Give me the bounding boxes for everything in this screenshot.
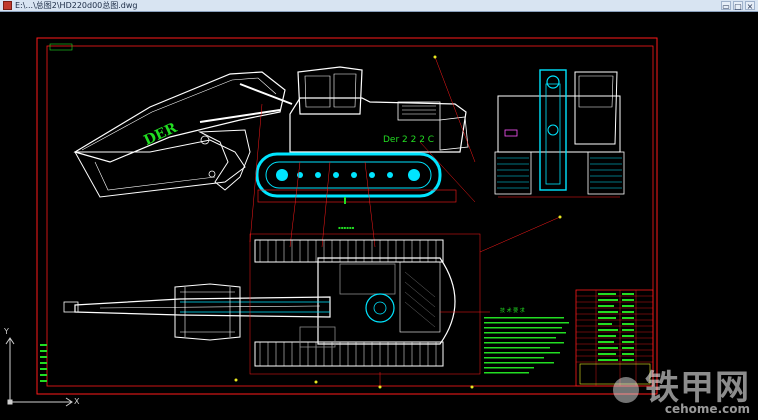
- track-side: [255, 152, 442, 198]
- window-controls: ▭ ▢ ×: [721, 1, 755, 11]
- ucs-icon: Y X: [3, 327, 80, 407]
- title-block: [575, 289, 654, 387]
- title-bar: E:\...\总图2\HD220d00总图.dwg ▭ ▢ ×: [0, 0, 758, 12]
- svg-text:Y: Y: [3, 327, 9, 336]
- dwg-file-icon: [3, 1, 12, 10]
- close-button[interactable]: ×: [745, 1, 755, 11]
- svg-text:▪▪▪▪▪▪: ▪▪▪▪▪▪: [338, 225, 355, 230]
- sheet-border-inner: [46, 45, 654, 387]
- minimize-button[interactable]: ▭: [721, 1, 731, 11]
- svg-text:X: X: [74, 397, 80, 406]
- left-parts-strip: [40, 344, 47, 382]
- corner-tag: [49, 43, 73, 51]
- excavator-front-view: [494, 69, 625, 198]
- model-text: Der 2 2 2 C: [383, 135, 434, 145]
- drawing-canvas[interactable]: Y X: [0, 12, 758, 420]
- excavator-plan-view: ▪▪▪▪▪▪: [63, 216, 561, 387]
- window-title: E:\...\总图2\HD220d00总图.dwg: [15, 1, 138, 10]
- balloon-markers: [234, 55, 562, 389]
- notes-title: 技 术 要 求: [500, 307, 525, 314]
- maximize-button[interactable]: ▢: [733, 1, 743, 11]
- sheet-border-outer: [36, 37, 658, 395]
- brand-text: DER: [141, 120, 179, 149]
- technical-notes: 技 术 要 求: [484, 307, 569, 374]
- drawing-svg: Y X: [3, 37, 658, 407]
- excavator-side-view: DER Der 2 2 2 C: [73, 56, 476, 248]
